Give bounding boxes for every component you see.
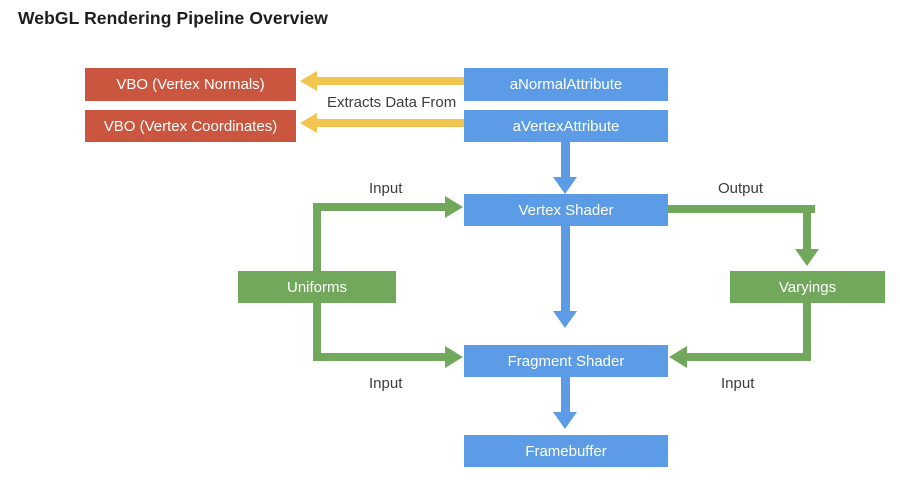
node-avertex-attribute[interactable]: aVertexAttribute: [464, 110, 668, 142]
node-vertex-shader-label: Vertex Shader: [518, 201, 614, 219]
edge-fragment-shader-to-framebuffer-line: [561, 376, 570, 412]
node-vbo-vertex-coordinates[interactable]: VBO (Vertex Coordinates): [85, 110, 296, 142]
edge-vertex-shader-to-varyings-vertical: [803, 205, 811, 249]
edge-label-uniforms-to-vertex-shader-input: Input: [364, 179, 408, 198]
node-anormal-attribute-label: aNormalAttribute: [509, 76, 623, 93]
edge-label-uniforms-to-fragment-shader-input: Input: [364, 374, 408, 393]
edge-uniforms-to-fragment-shader-arrowhead: [445, 346, 463, 368]
edge-vertex-shader-to-fragment-shader-arrowhead: [553, 311, 577, 328]
edge-varyings-to-fragment-shader-vertical: [803, 302, 811, 361]
edge-normal-attribute-to-vbo-normals-line: [317, 77, 464, 85]
edge-vertex-attribute-to-vbo-coords-line: [317, 119, 464, 127]
edge-uniforms-to-fragment-shader-vertical: [313, 302, 321, 353]
edge-uniforms-to-vertex-shader-vertical: [313, 203, 321, 275]
edge-label-extracts-data-from: Extracts Data From: [322, 93, 462, 112]
edge-uniforms-to-vertex-shader-horizontal: [313, 203, 445, 211]
edge-label-vertex-shader-to-varyings-output: Output: [713, 179, 769, 198]
node-varyings[interactable]: Varyings: [730, 271, 885, 303]
node-fragment-shader[interactable]: Fragment Shader: [464, 345, 668, 377]
edge-uniforms-to-fragment-shader-horizontal: [313, 353, 445, 361]
edge-uniforms-to-vertex-shader-arrowhead: [445, 196, 463, 218]
edge-vertex-attribute-to-vertex-shader-line: [561, 141, 570, 177]
edge-vertex-attribute-to-vertex-shader-arrowhead: [553, 177, 577, 194]
edge-vertex-shader-to-varyings-arrowhead: [795, 249, 819, 266]
node-uniforms-label: Uniforms: [286, 278, 347, 296]
edge-vertex-shader-to-varyings-horizontal: [668, 205, 815, 213]
edge-label-varyings-to-fragment-shader-input: Input: [716, 374, 760, 393]
node-vbo-vertex-coordinates-label: VBO (Vertex Coordinates): [103, 117, 278, 135]
node-varyings-label: Varyings: [778, 278, 837, 296]
node-vbo-vertex-normals[interactable]: VBO (Vertex Normals): [85, 68, 296, 101]
edge-varyings-to-fragment-shader-horizontal: [687, 353, 811, 361]
node-vbo-vertex-normals-label: VBO (Vertex Normals): [116, 76, 265, 93]
page-title: WebGL Rendering Pipeline Overview: [18, 8, 328, 28]
edge-varyings-to-fragment-shader-arrowhead: [669, 346, 687, 368]
edge-normal-attribute-to-vbo-normals-arrowhead: [300, 71, 317, 91]
node-framebuffer-label: Framebuffer: [525, 442, 607, 460]
edge-vertex-shader-to-fragment-shader-line: [561, 225, 570, 311]
node-fragment-shader-label: Fragment Shader: [507, 352, 625, 370]
node-uniforms[interactable]: Uniforms: [238, 271, 396, 303]
edge-fragment-shader-to-framebuffer-arrowhead: [553, 412, 577, 429]
node-framebuffer[interactable]: Framebuffer: [464, 435, 668, 467]
node-avertex-attribute-label: aVertexAttribute: [512, 117, 620, 135]
edge-vertex-attribute-to-vbo-coords-arrowhead: [300, 113, 317, 133]
node-anormal-attribute[interactable]: aNormalAttribute: [464, 68, 668, 101]
node-vertex-shader[interactable]: Vertex Shader: [464, 194, 668, 226]
